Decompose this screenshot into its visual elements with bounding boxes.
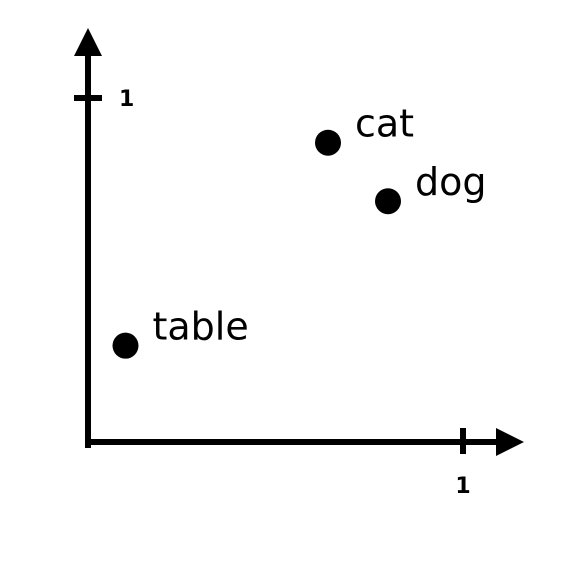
y-axis-arrowhead xyxy=(74,28,102,56)
point-marker-dog xyxy=(375,188,401,215)
ticks: 11 xyxy=(74,87,471,499)
x-tick-label: 1 xyxy=(455,474,470,499)
axes xyxy=(74,28,524,456)
point-marker-cat xyxy=(315,129,341,156)
y-tick-label: 1 xyxy=(119,87,134,112)
point-label-cat: cat xyxy=(355,102,414,146)
point-label-table: table xyxy=(153,305,249,349)
x-axis-arrowhead xyxy=(496,428,524,456)
point-marker-table xyxy=(112,332,139,359)
point-label-dog: dog xyxy=(415,160,487,204)
